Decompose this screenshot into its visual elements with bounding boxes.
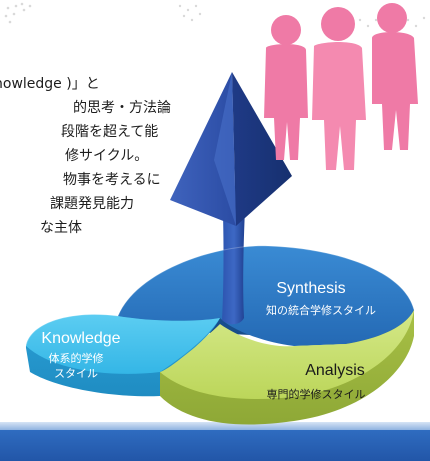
analysis-subtitle: 専門的学修スタイル — [266, 388, 366, 401]
arrow-head-left-face — [170, 72, 236, 226]
knowledge-segment — [26, 314, 220, 374]
knowledge-subtitle-line2: スタイル — [54, 367, 98, 380]
paragraph-line: nowledge )」と — [0, 76, 100, 92]
knowledge-title: Knowledge — [41, 330, 121, 347]
arrow-head-right-face — [232, 72, 292, 226]
paragraph-line: な主体 — [40, 220, 82, 236]
paragraph-line: 修サイクル。 — [65, 148, 149, 164]
analysis-segment — [160, 310, 414, 399]
people-icon — [264, 3, 418, 170]
synthesis-subtitle: 知の統合学修スタイル — [266, 304, 376, 317]
arrow-head-highlight — [214, 72, 236, 226]
analysis-title: Analysis — [305, 362, 365, 379]
synthesis-segment — [118, 245, 414, 346]
paragraph-line: 課題発見能力 — [50, 196, 134, 212]
bottom-band — [0, 422, 430, 430]
pie-rim — [25, 245, 415, 347]
paragraph-line: 的思考・方法論 — [73, 100, 171, 116]
paragraph-line: 段階を超えて能 — [61, 124, 159, 140]
synthesis-title: Synthesis — [276, 280, 346, 297]
knowledge-subtitle-line1: 体系的学修 — [48, 352, 104, 365]
bottom-bar — [0, 430, 430, 461]
paragraph-line: 物事を考えるに — [63, 172, 161, 188]
